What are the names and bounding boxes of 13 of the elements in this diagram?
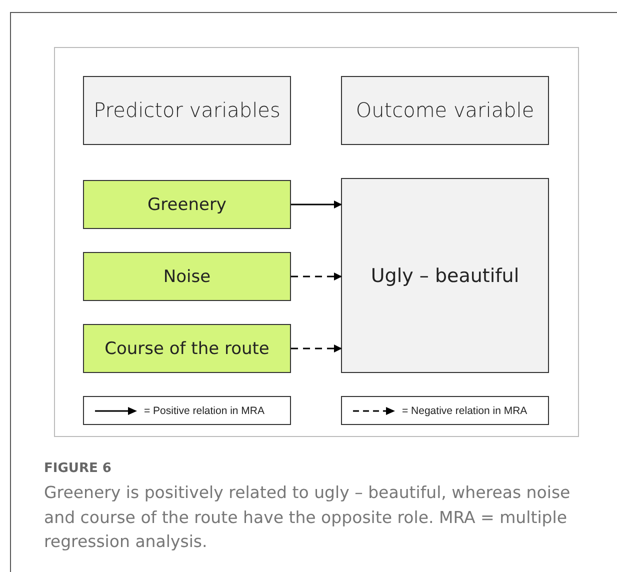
arrow [291, 200, 342, 208]
variable-box: Predictor variables [83, 76, 291, 145]
variable-box: Outcome variable [341, 76, 549, 145]
arrow [291, 272, 342, 280]
variable-box: Greenery [83, 180, 291, 229]
figure-title: FIGURE 6 [44, 461, 112, 476]
arrow [291, 344, 342, 352]
legend-text: = Positive relation in MRA [144, 404, 265, 416]
figure-caption: Greenery is positively related to ugly – beautiful, whereas noise and course of the route have the opposite role. MRA = multiple regression analysis. [44, 482, 572, 553]
variable-box: Course of the route [83, 324, 291, 373]
legend-text: = Negative relation in MRA [402, 404, 528, 416]
variable-box: Ugly – beautiful [341, 178, 549, 373]
variable-box: Noise [83, 252, 291, 301]
